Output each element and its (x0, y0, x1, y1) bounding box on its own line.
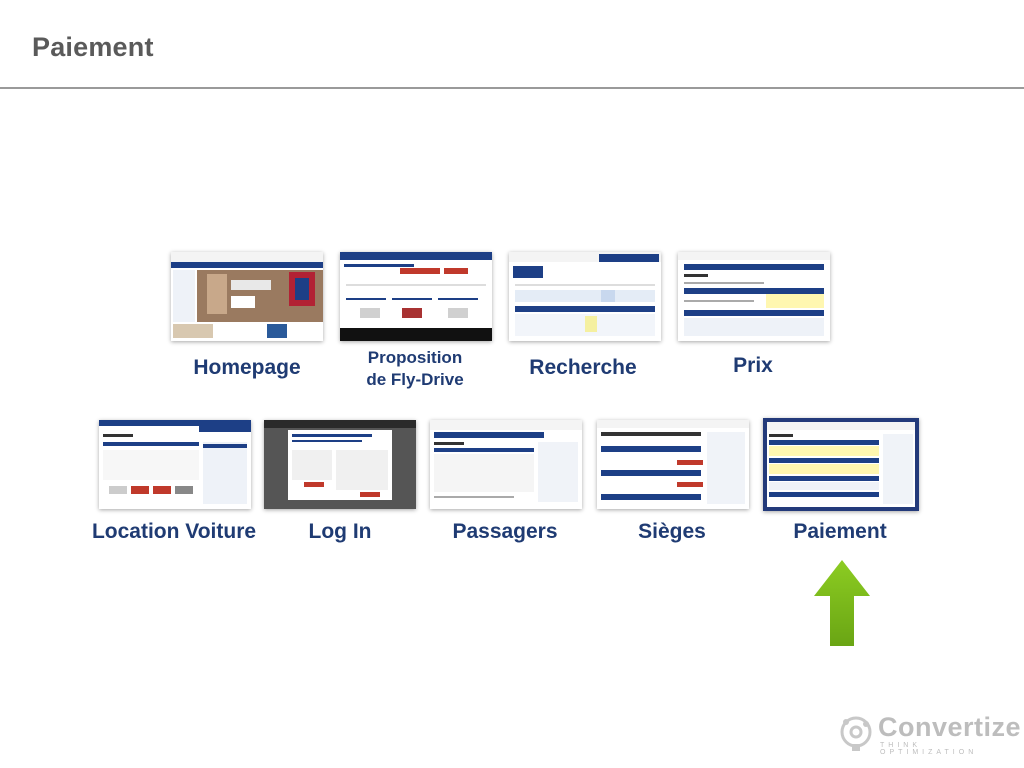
title-divider (0, 87, 1024, 89)
thumbnail-sieges (597, 420, 749, 509)
step-label-proposition-line1: Proposition (366, 347, 463, 369)
step-label-homepage: Homepage (193, 356, 300, 380)
step-label-log-in: Log In (309, 520, 372, 544)
brain-gear-icon (838, 714, 874, 752)
step-label-passagers: Passagers (452, 520, 557, 544)
current-step-arrow-icon (812, 558, 872, 650)
step-label-proposition-line2: de Fly-Drive (366, 369, 463, 391)
thumbnail-proposition-fly-drive (340, 252, 492, 341)
logo-name: Convertize (878, 712, 1021, 743)
step-label-prix: Prix (733, 354, 773, 378)
thumbnail-paiement-current (763, 418, 919, 511)
step-label-recherche: Recherche (529, 356, 636, 380)
thumbnail-passagers (430, 420, 582, 509)
thumbnail-location-voiture (99, 420, 251, 509)
step-label-proposition: Proposition de Fly-Drive (366, 347, 463, 391)
step-label-location-voiture: Location Voiture (92, 520, 256, 544)
slide-title: Paiement (32, 32, 154, 63)
thumbnail-prix (678, 252, 830, 341)
convertize-logo: Convertize THINK OPTIMIZATION (838, 712, 1014, 752)
thumbnail-log-in (264, 420, 416, 509)
thumbnail-homepage (171, 252, 323, 341)
thumbnail-recherche (509, 252, 661, 341)
step-label-paiement: Paiement (793, 520, 886, 544)
logo-tagline: THINK OPTIMIZATION (880, 742, 1014, 756)
step-label-sieges: Sièges (638, 520, 706, 544)
